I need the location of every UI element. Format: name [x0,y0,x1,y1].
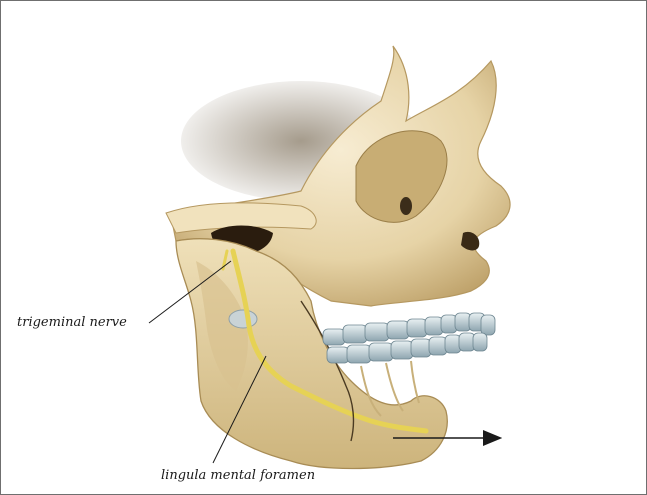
trigeminal-nerve-label: trigeminal nerve [17,315,127,330]
orbit-foramen [400,197,412,215]
lingula-mental-foramen-label: lingula mental foramen [161,468,315,483]
lingula-spot [229,310,257,328]
